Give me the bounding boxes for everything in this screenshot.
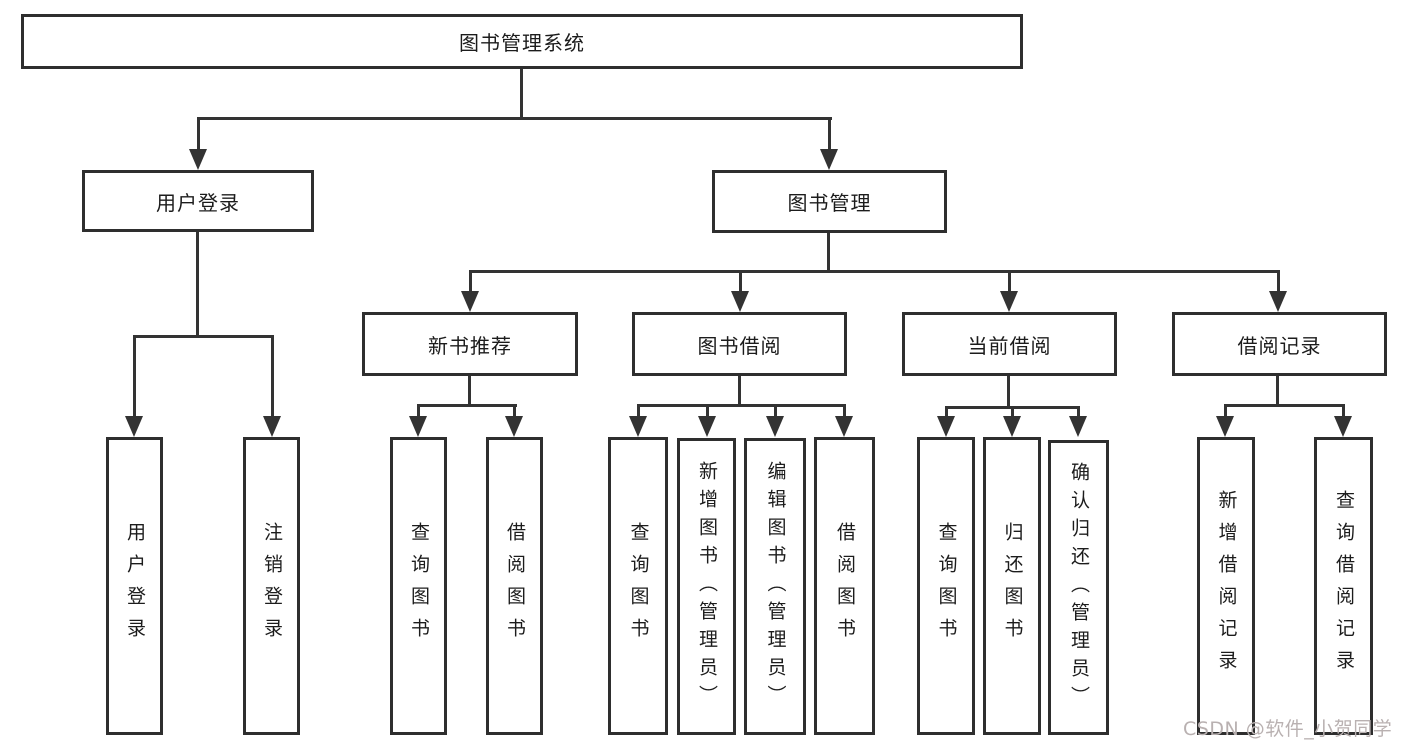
node-label: 新书推荐 — [428, 333, 512, 358]
arrow-borrow-query — [629, 405, 647, 437]
arrow-to-leaf-user-login — [125, 336, 143, 437]
connector-mgmt-stem — [827, 233, 830, 273]
arrow-to-leaf-logout — [263, 336, 281, 437]
leaf-label: 查询图书 — [627, 522, 650, 650]
connector-newrec-stem — [468, 376, 471, 407]
leaf-borrow-borrow-books: 借阅图书 — [814, 437, 875, 735]
arrow-records-query — [1334, 405, 1352, 437]
node-label: 借阅记录 — [1237, 333, 1322, 358]
node-label: 图书借阅 — [697, 333, 782, 358]
arrow-to-book-borrow — [731, 271, 749, 312]
leaf-label: 用户登录 — [124, 522, 146, 650]
leaf-current-return-books: 归还图书 — [983, 437, 1041, 735]
leaf-user-login: 用户登录 — [106, 437, 163, 735]
leaf-label: 查询图书 — [408, 522, 430, 650]
leaf-label: 归还图书 — [1001, 522, 1024, 650]
leaf-current-confirm-return-admin: 确认归还（管理员） — [1048, 440, 1109, 735]
arrow-borrow-add — [698, 405, 716, 437]
node-book-borrow: 图书借阅 — [632, 312, 847, 376]
connector-mgmt-rail — [469, 270, 1280, 273]
arrow-records-add — [1216, 405, 1234, 437]
connector-borrow-rail — [637, 404, 846, 407]
arrow-current-query — [937, 407, 955, 437]
leaf-records-query-record: 查询借阅记录 — [1314, 437, 1373, 735]
node-borrow-records: 借阅记录 — [1172, 312, 1387, 376]
leaf-label: 借阅图书 — [834, 522, 856, 650]
connector-borrow-stem — [738, 376, 741, 407]
leaf-label: 借阅图书 — [504, 522, 526, 650]
arrow-borrow-borrow — [835, 405, 853, 437]
leaf-label: 新增图书（管理员） — [696, 460, 718, 713]
leaf-label: 查询借阅记录 — [1333, 490, 1355, 682]
node-label: 图书管理 — [787, 191, 872, 215]
node-label: 用户登录 — [156, 190, 240, 215]
node-user-login: 用户登录 — [82, 170, 314, 232]
leaf-current-query-books: 查询图书 — [917, 437, 975, 735]
node-label: 当前借阅 — [967, 333, 1052, 358]
arrow-newrec-borrow — [505, 405, 523, 437]
arrow-to-book-mgmt — [820, 118, 838, 170]
leaf-newrec-query-books: 查询图书 — [390, 437, 447, 735]
leaf-records-add-record: 新增借阅记录 — [1197, 437, 1255, 735]
connector-records-rail — [1224, 404, 1345, 407]
arrow-to-current-borrow — [1000, 271, 1018, 312]
arrow-newrec-query — [409, 405, 427, 437]
node-book-mgmt: 图书管理 — [712, 170, 947, 233]
arrow-to-new-book-rec — [461, 271, 479, 312]
leaf-label: 新增借阅记录 — [1215, 490, 1238, 682]
connector-login-rail — [133, 335, 274, 338]
connector-newrec-rail — [417, 404, 517, 407]
watermark: CSDN @软件_小贺同学 — [1183, 718, 1393, 740]
node-current-borrow: 当前借阅 — [902, 312, 1117, 376]
leaf-borrow-add-books-admin: 新增图书（管理员） — [677, 438, 736, 735]
leaf-label: 编辑图书（管理员） — [764, 460, 787, 713]
connector-root-stem — [520, 69, 523, 118]
leaf-borrow-edit-books-admin: 编辑图书（管理员） — [744, 438, 806, 735]
leaf-label: 注销登录 — [261, 522, 283, 650]
leaf-newrec-borrow-books: 借阅图书 — [486, 437, 543, 735]
arrow-to-borrow-records — [1269, 271, 1287, 312]
connector-root-rail — [197, 117, 832, 120]
leaf-label: 查询图书 — [935, 522, 958, 650]
node-new-book-rec: 新书推荐 — [362, 312, 578, 376]
leaf-label: 确认归还（管理员） — [1068, 461, 1090, 714]
connector-records-stem — [1276, 376, 1279, 407]
arrow-to-user-login — [189, 118, 207, 170]
leaf-logout: 注销登录 — [243, 437, 300, 735]
connector-current-stem — [1007, 376, 1010, 408]
arrow-current-return — [1003, 407, 1021, 437]
leaf-borrow-query-books: 查询图书 — [608, 437, 668, 735]
connector-login-stem — [196, 232, 199, 338]
node-label: 图书管理系统 — [459, 31, 585, 55]
node-library-system: 图书管理系统 — [21, 14, 1023, 69]
arrow-borrow-edit — [766, 405, 784, 437]
arrow-current-confirm — [1069, 407, 1087, 437]
